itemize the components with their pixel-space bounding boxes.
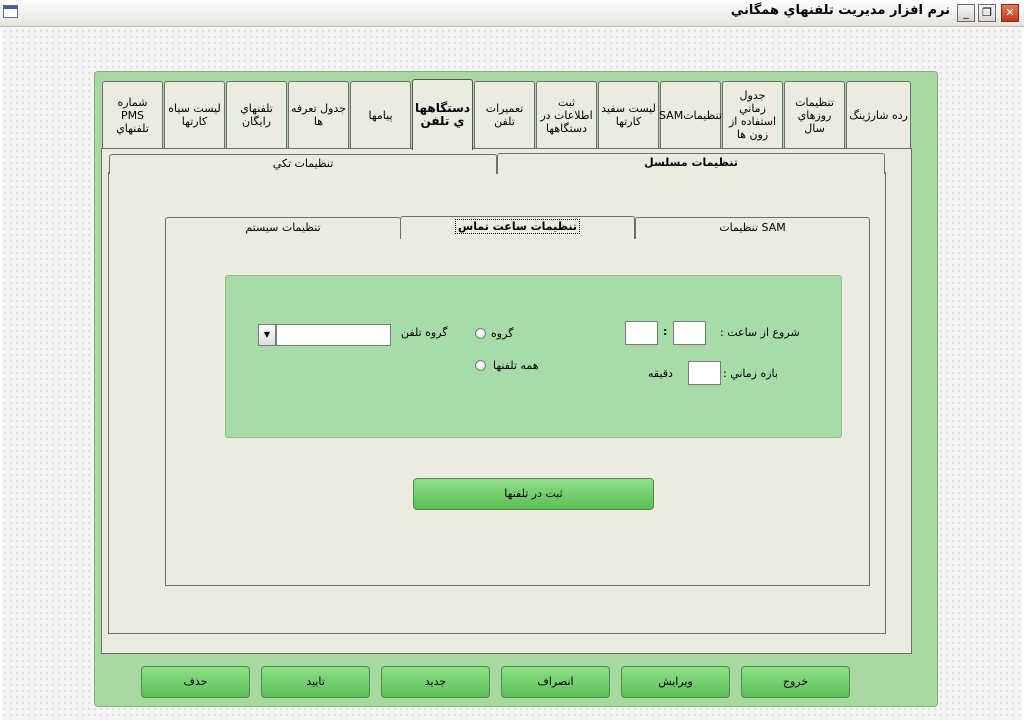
start-hour-input[interactable] (673, 321, 706, 345)
tab-label: ليست سياه كارتها (168, 102, 221, 128)
button-label: جديد (424, 675, 447, 688)
edit-button[interactable]: ويرايش (621, 666, 730, 698)
tab-label: پيامها (368, 108, 393, 122)
tab-sam-settings[interactable]: تنظيماتSAM (659, 81, 722, 148)
tab-white-list[interactable]: ليست سفيد كارتها (598, 81, 659, 148)
new-button[interactable]: جديد (381, 666, 490, 698)
button-label: انصراف (537, 675, 574, 688)
tab-label: دستگاهها ي تلفن (414, 101, 471, 128)
chevron-down-icon[interactable]: ▼ (258, 324, 276, 346)
app-icon[interactable] (3, 5, 18, 18)
tab-single-settings[interactable]: تنظيمات تكي (109, 154, 497, 174)
tab-black-list[interactable]: ليست سياه كارتها (164, 81, 225, 148)
tab-phone-devices[interactable]: دستگاهها ي تلفن (412, 79, 473, 150)
tab-label: ثبت اطلاعات در دستگاهها (540, 95, 593, 135)
tab-label: تنظيمات تكي (272, 157, 334, 170)
tab-serial-settings[interactable]: تنظيمات مسلسل (497, 153, 885, 174)
all-phones-radio[interactable] (475, 360, 486, 371)
tab-label: ليست سفيد كارتها (601, 102, 656, 128)
window-title: نرم افزار مديريت تلفنهاي همگاني (730, 3, 950, 18)
tab-messages[interactable]: پيامها (350, 81, 411, 148)
button-label: ويرايش (658, 675, 693, 688)
tab-year-days[interactable]: تنظيمات روزهاي سال (784, 81, 845, 148)
phone-group-label: گروه تلفن (401, 326, 448, 339)
tab-phone-repairs[interactable]: تعميرات تلفن (474, 81, 535, 148)
tab-label: تلفنهاي رايگان (240, 102, 273, 128)
button-label: ثبت در تلفنها (504, 487, 563, 500)
interval-input[interactable] (688, 361, 721, 385)
tab-label: رده شارژينگ (849, 108, 908, 122)
submit-to-phones-button[interactable]: ثبت در تلفنها (413, 478, 654, 510)
tab-label: جدول زماني استفاده از زون ها (728, 89, 777, 141)
tab-free-phones[interactable]: تلفنهاي رايگان (226, 81, 287, 148)
all-phones-radio-label: همه تلفنها (493, 359, 539, 372)
cancel-button[interactable]: انصراف (501, 666, 610, 698)
tab-label: تنظيماتSAM (659, 108, 722, 122)
tab-label: جدول تعرفه ها (291, 102, 346, 128)
minute-unit-label: دقيقه (648, 367, 673, 380)
button-label: تاييد (306, 675, 325, 688)
tab-tariff-table[interactable]: جدول تعرفه ها (288, 81, 349, 148)
tab-label: تنظيمات SAM (719, 221, 786, 234)
restore-button[interactable]: ❐ (978, 4, 996, 22)
tab-system-settings[interactable]: تنظيمات سيستم (165, 217, 401, 239)
tab-label: تنظيمات مسلسل (644, 156, 738, 169)
tab-label: تنظيمات ساعت تماس (455, 219, 580, 234)
confirm-button[interactable]: تاييد (261, 666, 370, 698)
contact-time-form (225, 275, 842, 438)
button-label: خروج (782, 675, 809, 688)
tab-device-registration[interactable]: ثبت اطلاعات در دستگاهها (536, 81, 597, 148)
tab-label: تنظيمات سيستم (245, 221, 321, 234)
minimize-button[interactable]: _ (957, 4, 975, 22)
tab-pms-numbers[interactable]: شماره PMS تلفنهاي (102, 81, 163, 148)
start-minute-input[interactable] (625, 321, 658, 345)
tab-label: تنظيمات روزهاي سال (795, 95, 834, 135)
interval-label: بازه زماني : (723, 367, 778, 380)
tab-charging-class[interactable]: رده شارژينگ (846, 81, 911, 148)
time-separator: : (663, 325, 668, 338)
group-radio[interactable] (475, 328, 486, 339)
start-time-label: شروع از ساعت : (720, 326, 800, 339)
tab-inner-sam-settings[interactable]: تنظيمات SAM (635, 217, 870, 239)
tab-contact-time-settings[interactable]: تنظيمات ساعت تماس (400, 216, 635, 239)
delete-button[interactable]: حذف (141, 666, 250, 698)
tab-zone-schedule[interactable]: جدول زماني استفاده از زون ها (722, 81, 783, 148)
exit-button[interactable]: خروج (741, 666, 850, 698)
tab-label: شماره PMS تلفنهاي (116, 95, 149, 135)
close-button[interactable]: ✕ (1001, 4, 1019, 22)
group-radio-label: گروه (491, 327, 514, 340)
title-bar: نرم افزار مديريت تلفنهاي همگاني _ ❐ ✕ (0, 0, 1024, 27)
phone-group-select[interactable] (276, 324, 391, 346)
tab-label: تعميرات تلفن (485, 102, 524, 128)
button-label: حذف (183, 675, 208, 688)
